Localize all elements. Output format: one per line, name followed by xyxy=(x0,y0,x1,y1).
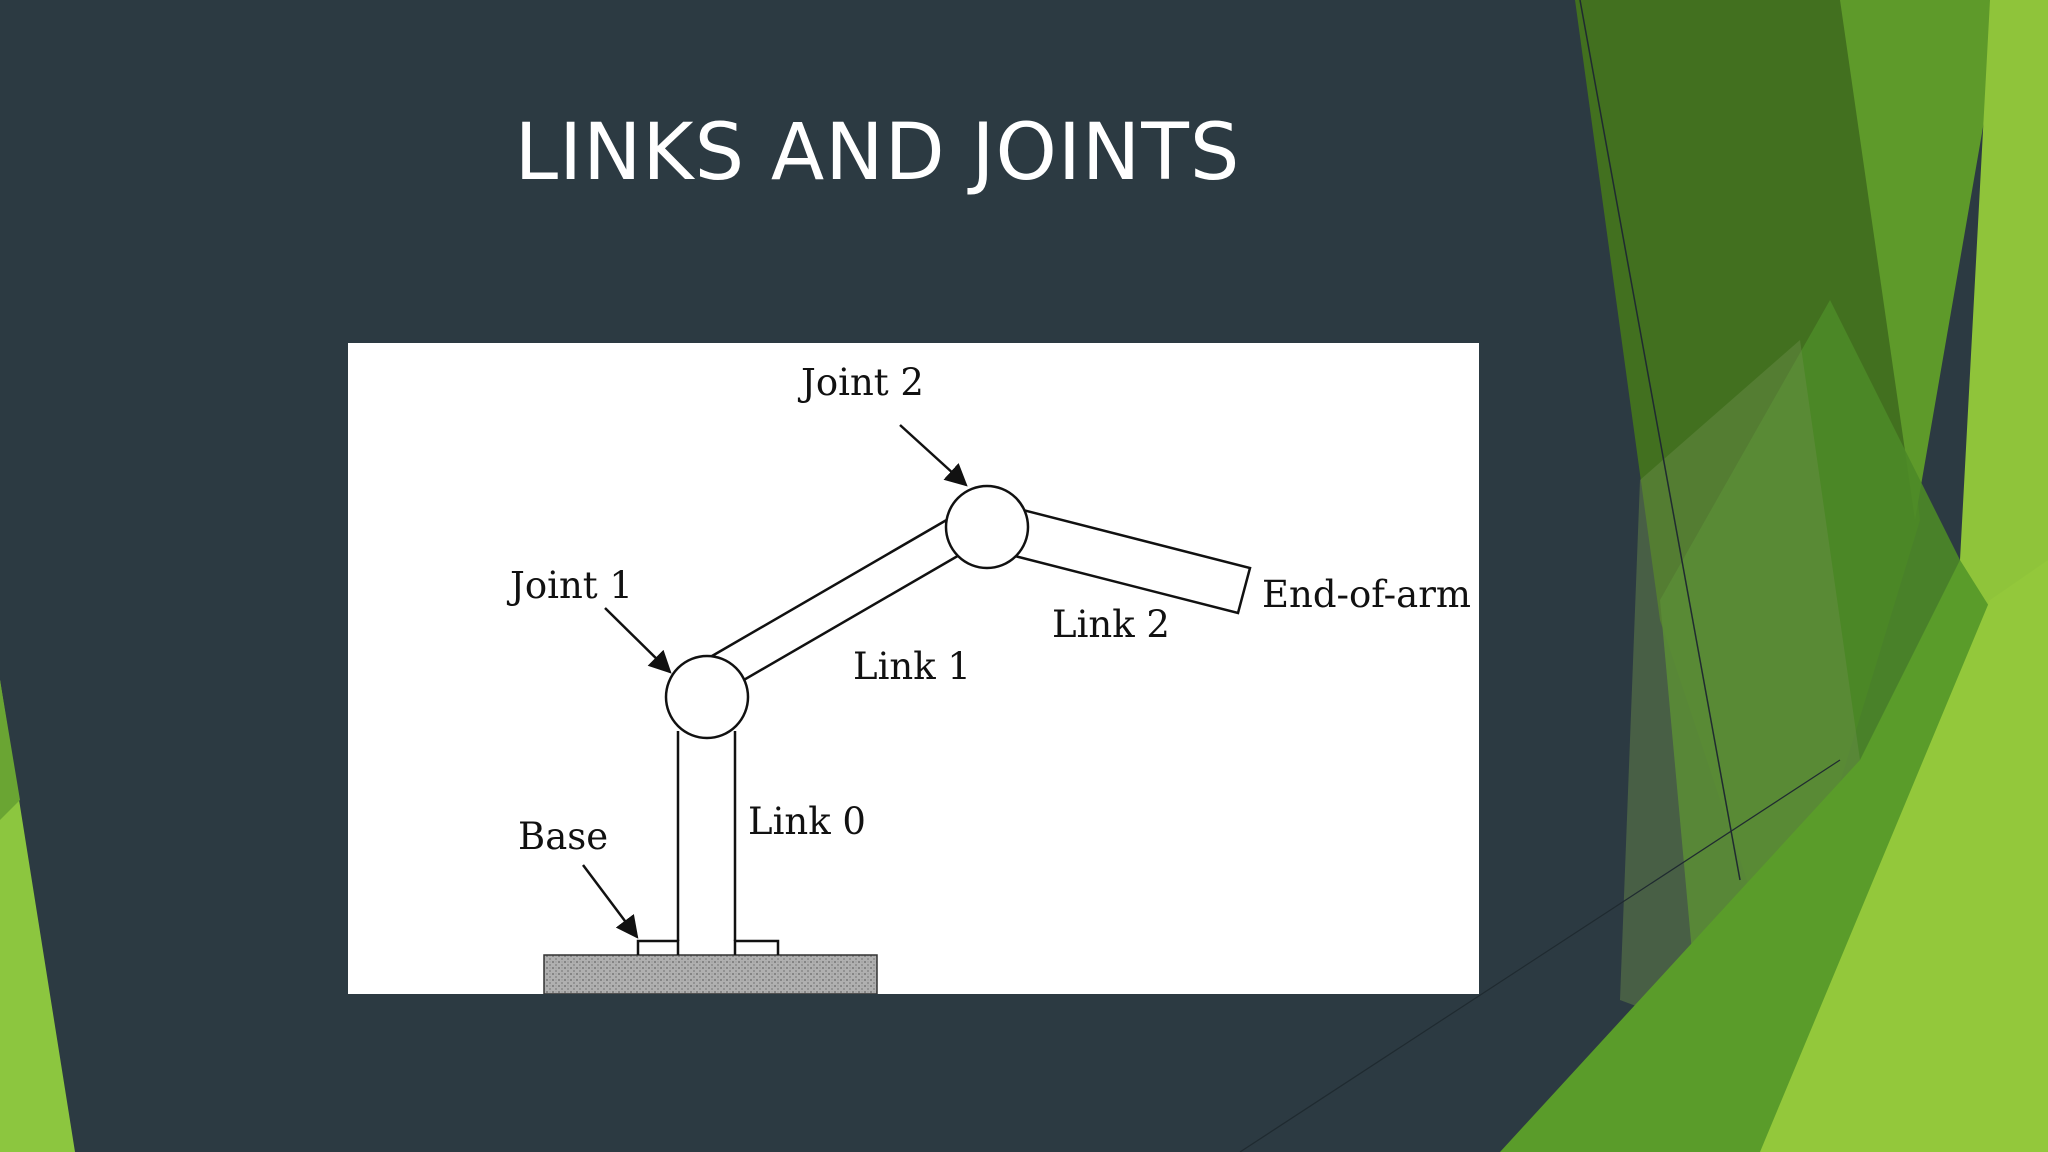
bg-facet-bottom-light xyxy=(1760,560,2048,1152)
ground-block xyxy=(543,954,878,994)
joint2-circle xyxy=(944,484,1030,570)
label-base: Base xyxy=(518,815,608,858)
label-link0: Link 0 xyxy=(748,800,866,843)
link2-bar xyxy=(1001,506,1252,615)
label-end-of-arm: End-of-arm xyxy=(1262,573,1471,616)
joint2-arrow xyxy=(899,424,968,487)
joint1-arrow xyxy=(604,607,672,674)
robot-arm-diagram: Joint 2 Joint 1 Link 1 Link 2 End-of-arm… xyxy=(348,343,1479,994)
joint1-circle xyxy=(664,654,750,740)
label-joint1: Joint 1 xyxy=(506,564,633,607)
bg-thin-line-2 xyxy=(1239,759,1841,1152)
bg-facet-mid xyxy=(1840,0,2005,520)
base-plate xyxy=(636,939,780,955)
link0-post xyxy=(676,731,737,941)
bg-left-wedge-dark xyxy=(0,680,20,820)
label-link1: Link 1 xyxy=(853,645,971,688)
slide-title: LINKS AND JOINTS xyxy=(514,108,1241,198)
label-link2: Link 2 xyxy=(1052,603,1170,646)
label-joint2: Joint 2 xyxy=(797,361,924,404)
bg-thin-line xyxy=(1579,0,1741,881)
base-arrow xyxy=(582,864,639,939)
